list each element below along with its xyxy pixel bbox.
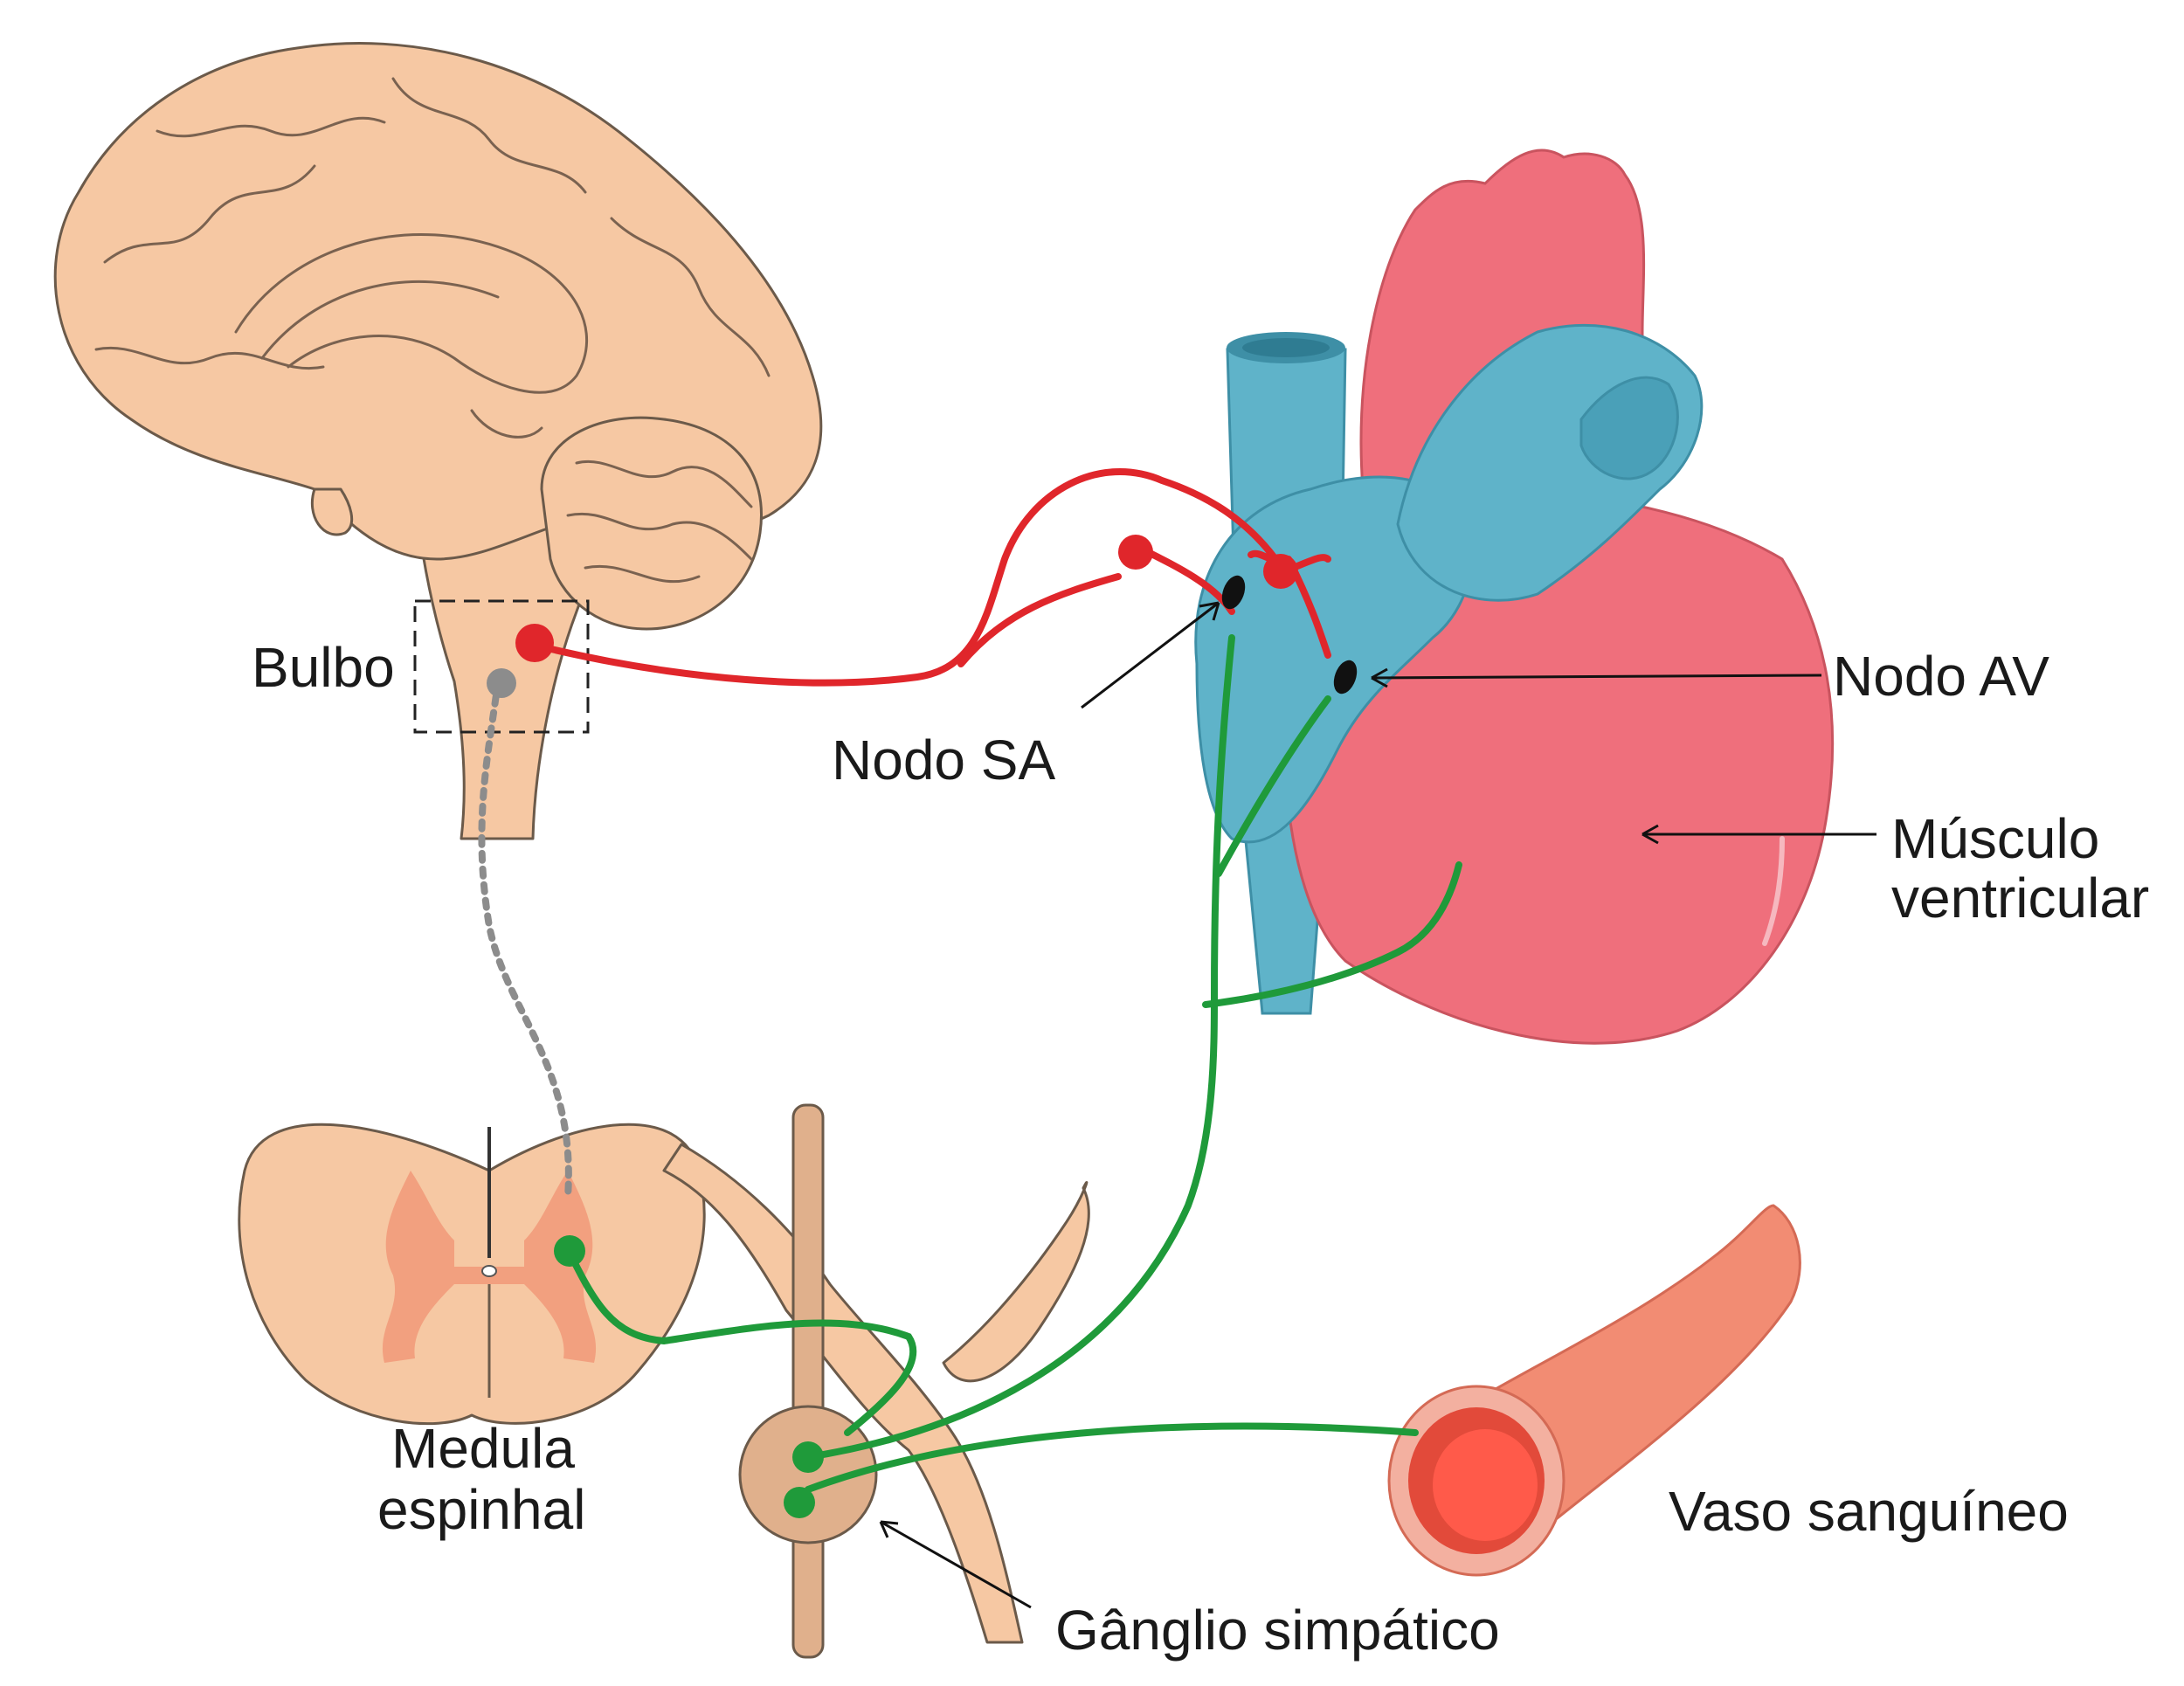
descending-pathway [478,678,572,1200]
parasympathetic-ganglion-neuron-2 [1263,554,1298,589]
bulbo-red-neuron [515,624,554,662]
brain-illustration [53,42,823,840]
label-musculo-line2: ventricular [1891,867,2149,929]
sympathetic-pathway [564,634,1462,1493]
parasympathetic-ganglion-neuron-1 [1118,535,1153,570]
sympathetic-chain [791,1103,825,1659]
spinal-green-neuron [554,1235,585,1267]
blood-vessel-illustration [1387,1204,1801,1577]
label-ganglio: Gânglio simpático [1055,1599,1500,1662]
bulbo-highlight-box [413,599,590,734]
spinal-cord-illustration [238,1123,1090,1644]
parasympathetic-pathway [529,468,1331,687]
label-nodo-av: Nodo AV [1833,645,2049,708]
sa-node [1221,575,1246,610]
heart-illustration [1194,149,1835,1045]
ganglion-green-neuron-2 [784,1487,815,1518]
label-medula-line2: espinhal [377,1478,585,1541]
label-musculo-line1: Músculo [1891,807,2099,870]
bulbo-grey-neuron [487,668,516,698]
sympathetic-ganglion [738,1405,878,1544]
av-node [1333,660,1358,694]
ganglion-green-neuron-1 [792,1441,824,1473]
label-nodo-sa: Nodo SA [832,729,1055,791]
leader-lines [879,601,1876,1609]
label-bulbo: Bulbo [252,636,395,699]
label-vaso: Vaso sanguíneo [1669,1480,2069,1543]
label-medula-line1: Medula [391,1417,575,1480]
